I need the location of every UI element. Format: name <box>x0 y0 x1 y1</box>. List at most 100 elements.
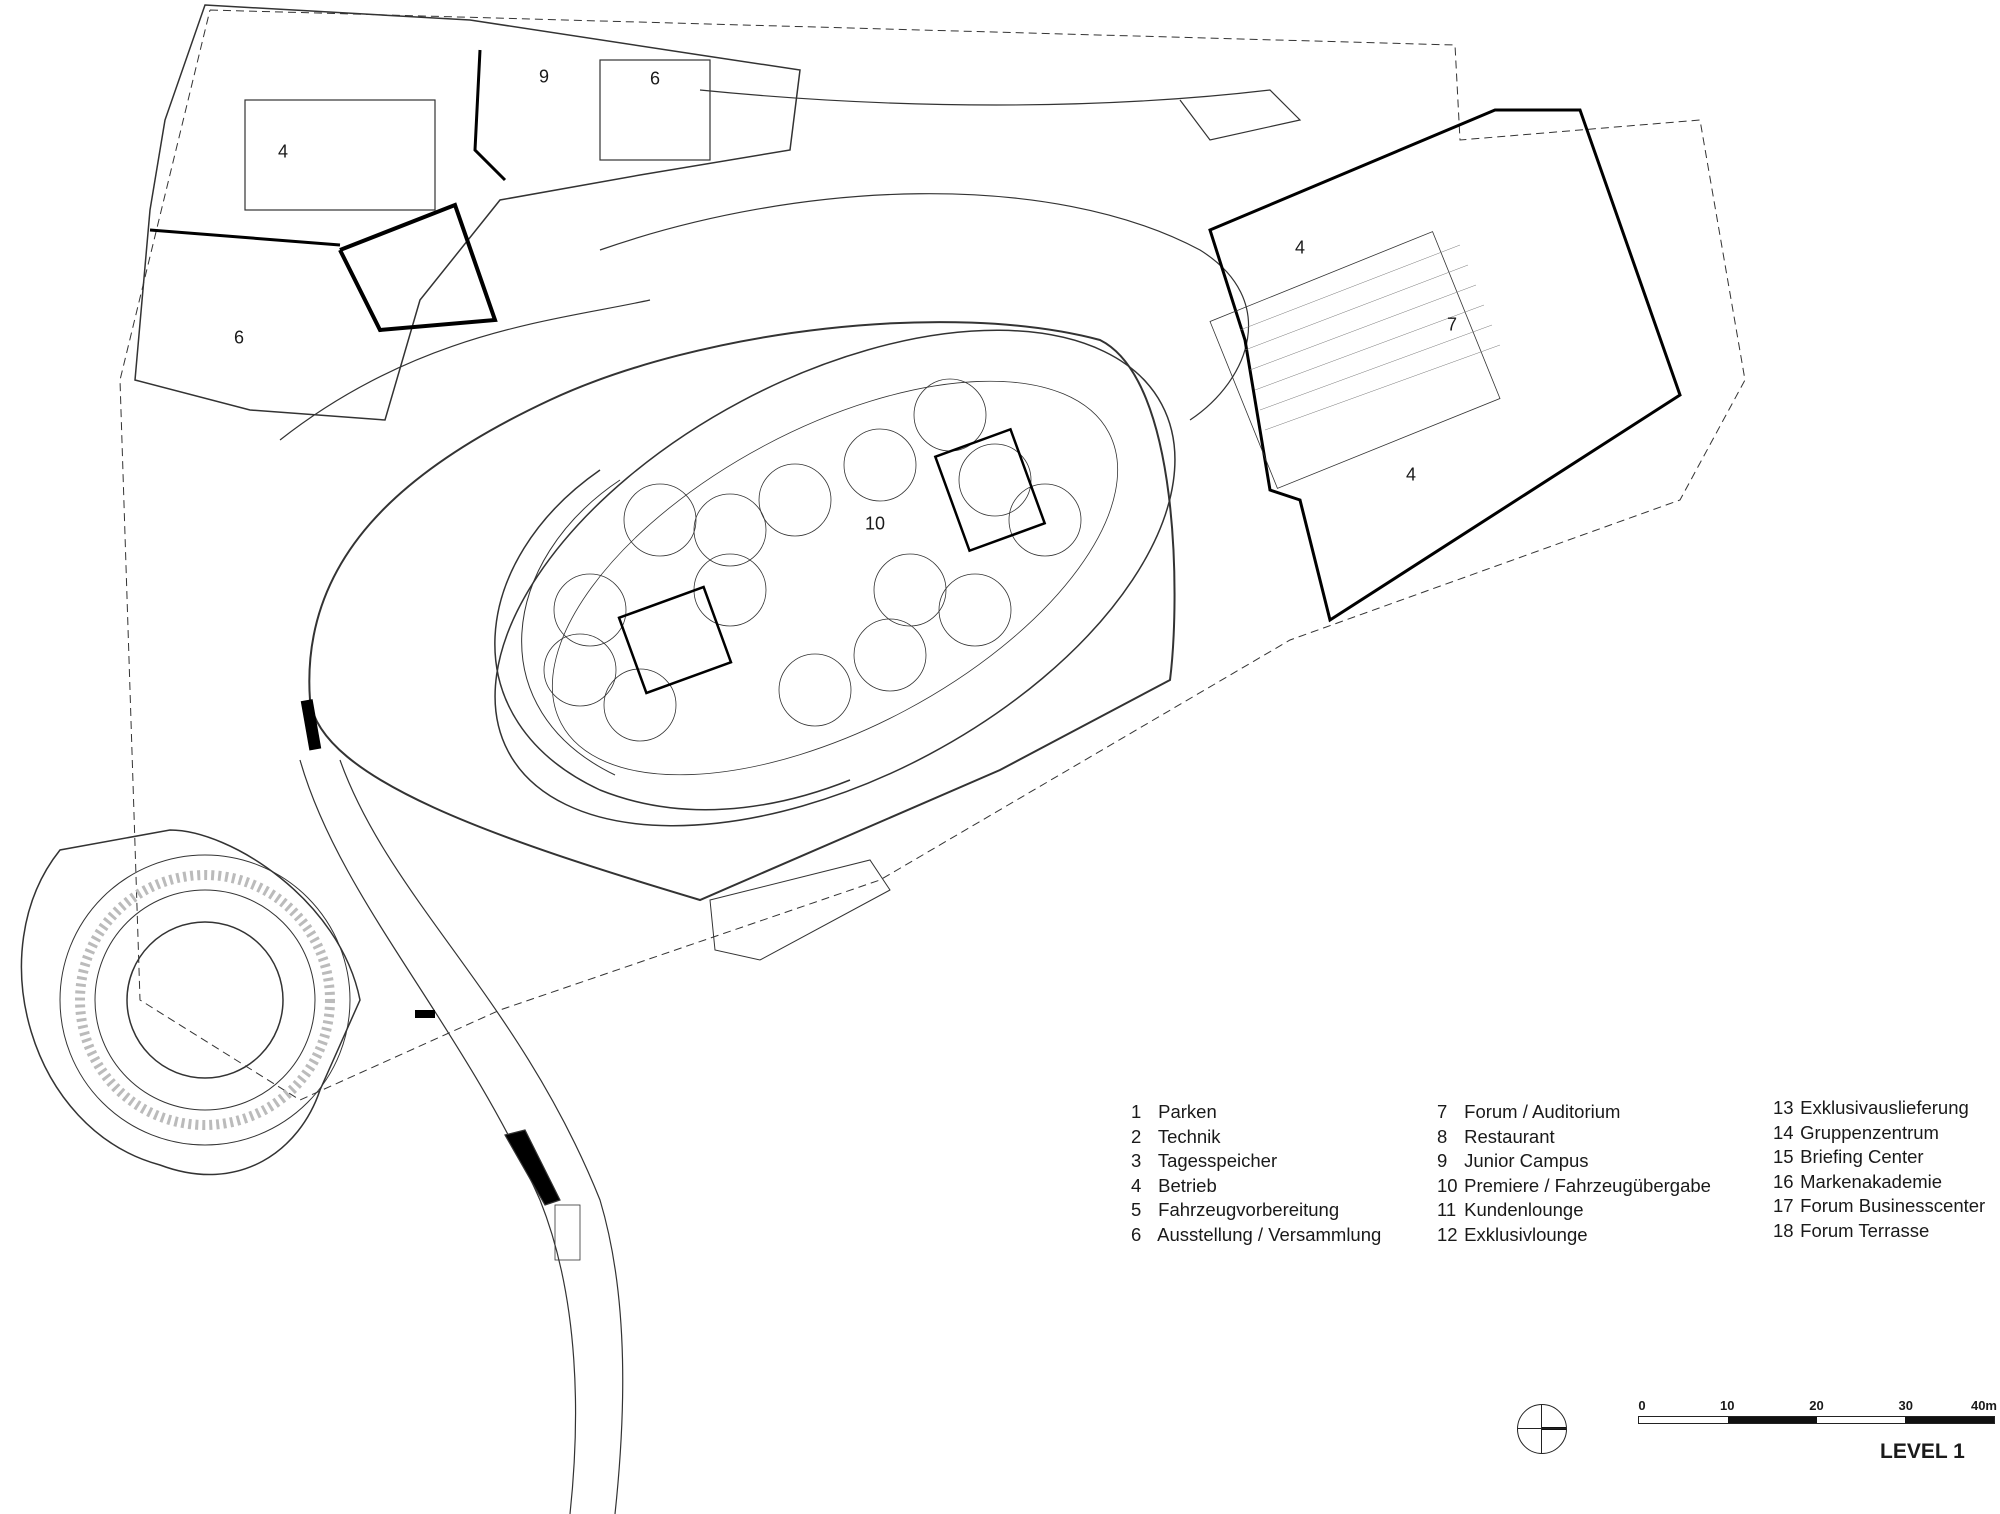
legend-num: 14 <box>1773 1121 1794 1143</box>
legend-num: 6 <box>1131 1223 1142 1245</box>
legend-label: Premiere / Fahrzeugübergabe <box>1464 1174 1711 1196</box>
stair-core <box>617 585 733 695</box>
legend-num: 9 <box>1437 1150 1448 1172</box>
legend-item: 18 Forum Terrasse <box>1773 1219 1985 1244</box>
wall <box>338 202 498 333</box>
hall-ring <box>521 479 621 776</box>
legend-label: Restaurant <box>1464 1125 1555 1147</box>
legend-label: Gruppenzentrum <box>1800 1121 1939 1143</box>
legend-num: 5 <box>1131 1199 1142 1221</box>
legend-item: 9 Junior Campus <box>1437 1149 1711 1174</box>
legend-num: 15 <box>1773 1146 1794 1168</box>
legend-label: Forum Terrasse <box>1800 1219 1930 1241</box>
legend-label: Parken <box>1158 1101 1217 1122</box>
auditorium-seating <box>1209 231 1501 489</box>
scale-tick: 10 <box>1720 1398 1735 1413</box>
premiere-ellipse-outer <box>494 329 1176 827</box>
stair-core <box>933 427 1047 553</box>
premiere-ellipse-inner <box>551 380 1119 776</box>
room-label-6: 6 <box>649 68 661 89</box>
column <box>415 1010 435 1018</box>
plaza-edge <box>599 193 1250 421</box>
room-label-10: 10 <box>864 513 886 534</box>
ramp-stair <box>554 1204 581 1261</box>
legend-num: 16 <box>1773 1170 1794 1192</box>
room-label-6: 6 <box>233 327 245 348</box>
legend-item: 10 Premiere / Fahrzeugübergabe <box>1437 1174 1711 1199</box>
hall-outer-wall <box>308 321 1176 902</box>
legend-num: 11 <box>1437 1199 1457 1221</box>
wall <box>473 49 507 182</box>
room-outline <box>244 99 436 211</box>
legend-column-2: 7 Forum / Auditorium 8 Restaurant 9 Juni… <box>1437 1100 1711 1248</box>
legend-item: 1 Parken <box>1131 1100 1381 1125</box>
legend-item: 12 Exklusivlounge <box>1437 1223 1711 1248</box>
legend-item: 6 Ausstellung / Versammlung <box>1131 1223 1381 1248</box>
legend-item: 8 Restaurant <box>1437 1125 1711 1150</box>
legend-label: Briefing Center <box>1800 1146 1924 1168</box>
room-label-9: 9 <box>538 66 550 87</box>
legend-label: Junior Campus <box>1464 1150 1589 1172</box>
road <box>299 759 577 1514</box>
legend-label: Betrieb <box>1158 1174 1217 1196</box>
legend-item: 5 Fahrzeugvorbereitung <box>1131 1198 1381 1223</box>
legend-column-1: 1 Parken 2 Technik 3 Tagesspeicher 4 Bet… <box>1131 1100 1381 1248</box>
legend-column-3: 13 Exklusivauslieferung 14 Gruppenzentru… <box>1773 1096 1985 1244</box>
legend-num: 17 <box>1773 1195 1794 1217</box>
legend-label: Forum Businesscenter <box>1800 1195 1986 1217</box>
legend-item: 7 Forum / Auditorium <box>1437 1100 1711 1125</box>
ramp <box>504 1129 561 1206</box>
scale-bar: 0 10 20 30 40m <box>1638 1398 1997 1424</box>
legend-label: Tagesspeicher <box>1157 1150 1278 1172</box>
legend-item: 2 Technik <box>1131 1125 1381 1150</box>
hall-ring <box>494 469 851 811</box>
legend-label: Markenakademie <box>1800 1170 1943 1192</box>
legend-label: Kundenlounge <box>1464 1199 1584 1221</box>
spiral-tower <box>20 829 361 1176</box>
room-label-4: 4 <box>1294 237 1306 258</box>
legend-num: 10 <box>1437 1174 1458 1196</box>
legend-item: 13 Exklusivauslieferung <box>1773 1096 1985 1121</box>
legend-num: 8 <box>1437 1125 1448 1147</box>
scale-tick: 40m <box>1970 1398 1997 1413</box>
building-auditorium <box>1208 108 1682 623</box>
room-label-4: 4 <box>1405 464 1417 485</box>
auditorium-rows <box>1239 244 1501 431</box>
plaza-edge <box>279 299 651 441</box>
legend-label: Fahrzeugvorbereitung <box>1158 1199 1340 1221</box>
legend-num: 13 <box>1773 1097 1794 1118</box>
legend-num: 1 <box>1131 1101 1142 1122</box>
building-northwest <box>134 4 801 421</box>
north-arrow-icon <box>1517 1404 1567 1454</box>
scale-tick: 20 <box>1809 1398 1824 1413</box>
legend-label: Exklusivlounge <box>1464 1223 1588 1245</box>
legend-item: 15 Briefing Center <box>1773 1145 1985 1170</box>
legend-item: 14 Gruppenzentrum <box>1773 1121 1985 1146</box>
legend-item: 4 Betrieb <box>1131 1174 1381 1199</box>
legend-label: Technik <box>1157 1125 1221 1147</box>
legend-num: 12 <box>1437 1223 1458 1245</box>
legend-num: 3 <box>1131 1150 1142 1172</box>
room-label-7: 7 <box>1446 314 1458 335</box>
legend-num: 2 <box>1131 1125 1142 1147</box>
legend-item: 11 Kundenlounge <box>1437 1198 1711 1223</box>
room-outline <box>599 59 711 161</box>
scale-tick: 0 <box>1638 1398 1646 1413</box>
wall <box>149 228 341 247</box>
legend-item: 17 Forum Businesscenter <box>1773 1194 1985 1219</box>
south-terrace <box>709 859 891 961</box>
legend-num: 4 <box>1131 1174 1142 1196</box>
scale-tick: 30 <box>1898 1398 1913 1413</box>
column <box>300 699 322 751</box>
room-label-4: 4 <box>277 141 289 162</box>
legend-item: 3 Tagesspeicher <box>1131 1149 1381 1174</box>
level-label: LEVEL 1 <box>1880 1440 1965 1463</box>
legend-label: Ausstellung / Versammlung <box>1157 1223 1382 1245</box>
legend-label: Exklusivauslieferung <box>1800 1097 1969 1118</box>
legend-num: 7 <box>1437 1101 1448 1122</box>
legend-item: 16 Markenakademie <box>1773 1170 1985 1195</box>
legend-num: 18 <box>1773 1219 1794 1241</box>
legend-label: Forum / Auditorium <box>1464 1101 1621 1122</box>
driveway <box>699 89 1302 141</box>
